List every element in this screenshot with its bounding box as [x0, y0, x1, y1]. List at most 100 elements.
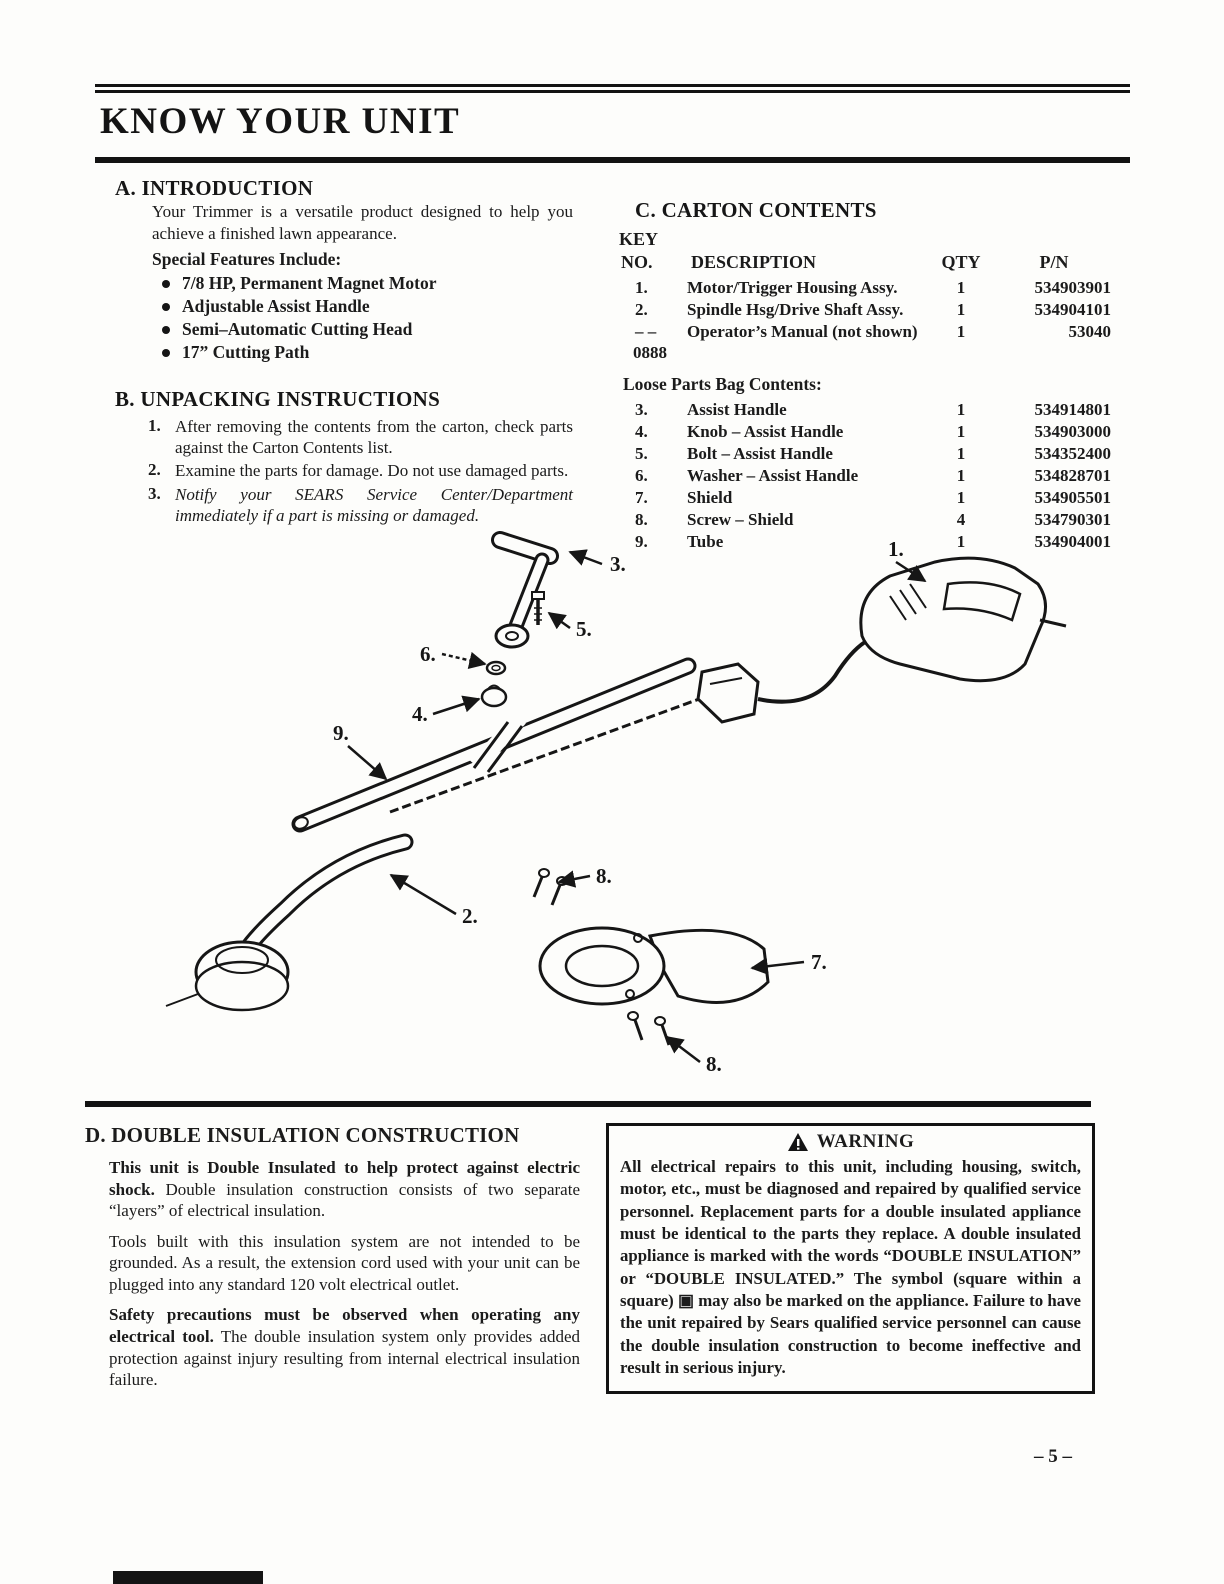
item-qty: 1 [956, 399, 966, 419]
feature-item: Adjustable Assist Handle [160, 295, 573, 318]
item-no: 6. [635, 465, 648, 485]
column-qty: QTY [941, 252, 981, 272]
unpacking-step: 1. After removing the contents from the … [148, 416, 573, 459]
loose-parts-items: 3. Assist Handle 1 534914801 4. Knob – A… [633, 399, 1115, 554]
callout-2: 2. [462, 904, 478, 928]
item-qty: 1 [956, 443, 966, 463]
callout-9: 9. [333, 721, 349, 745]
diagram-part-screws-top [532, 868, 568, 906]
double-insulation-paragraph: This unit is Double Insulated to help pr… [109, 1157, 580, 1222]
feature-item: 7/8 HP, Permanent Magnet Motor [160, 272, 573, 295]
warning-box: WARNING All electrical repairs to this u… [606, 1123, 1095, 1395]
item-description: Assist Handle [687, 399, 787, 419]
paragraph-rest: The double insulation system only provid… [109, 1327, 580, 1390]
item-qty: 1 [956, 488, 966, 508]
column-description: DESCRIPTION [691, 252, 817, 272]
double-insulation-heading: D. DOUBLE INSULATION CONSTRUCTION [85, 1123, 520, 1147]
paragraph-lead: This unit is Double Insulated to help pr… [109, 1158, 580, 1199]
item-no: 4. [635, 421, 648, 441]
item-no: 3. [635, 399, 648, 419]
callout-arrows [347, 549, 927, 1063]
section-introduction: A. INTRODUCTION Your Trimmer is a versat… [115, 176, 573, 365]
item-qty: 4 [956, 510, 966, 530]
callout-3: 3. [610, 552, 626, 576]
features-label: Special Features Include: [152, 248, 342, 269]
item-pn: 534914801 [1034, 399, 1112, 419]
double-insulation-paragraph: Safety precautions must be observed when… [109, 1304, 580, 1390]
item-description: Screw – Shield [687, 510, 794, 530]
loose-item-row: 6. Washer – Assist Handle 1 534828701 [633, 465, 1115, 487]
diagram-part-screws-bottom [627, 1011, 671, 1046]
warning-icon [787, 1133, 808, 1151]
paragraph-rest: Double insulation construction consists … [109, 1179, 580, 1221]
step-text: After removing the contents from the car… [175, 416, 573, 457]
callout-5: 5. [576, 617, 592, 641]
carton-item-continuation: 0888 [633, 343, 667, 363]
item-description: Bolt – Assist Handle [687, 443, 833, 463]
loose-item-row: 5. Bolt – Assist Handle 1 534352400 [633, 443, 1115, 465]
carton-item-row: 2. Spindle Hsg/Drive Shaft Assy. 1 53490… [633, 299, 1115, 321]
unpacking-heading: B. UNPACKING INSTRUCTIONS [115, 386, 441, 411]
item-no: – – [635, 322, 657, 342]
item-description: Washer – Assist Handle [687, 465, 859, 485]
double-insulation-paragraph: Tools built with this insulation system … [109, 1231, 580, 1296]
carton-heading: C. CARTON CONTENTS [635, 198, 877, 222]
section-unpacking: B. UNPACKING INSTRUCTIONS 1. After remov… [115, 387, 573, 527]
feature-item: 17” Cutting Path [160, 341, 573, 364]
diagram-part-assist-handle [491, 531, 559, 649]
bottom-scan-mark [113, 1571, 263, 1584]
callout-8-top: 8. [596, 864, 612, 888]
diagram-part-bolt [531, 591, 545, 625]
diagram-part-motor-housing [859, 556, 1067, 683]
diagram-part-spindle-housing [165, 833, 414, 1012]
loose-item-row: 3. Assist Handle 1 534914801 [633, 399, 1115, 421]
callout-8-bottom: 8. [706, 1052, 722, 1076]
column-pn: P/N [1039, 252, 1069, 272]
callout-6: 6. [420, 642, 436, 666]
item-no: 7. [635, 488, 648, 508]
parts-diagram: 3. 5. 6. 4. 9. 1. 2. 8. 7. 8. [90, 524, 1130, 1092]
item-no: 1. [635, 278, 648, 297]
carton-table-header: NO. DESCRIPTION QTY P/N [621, 252, 1115, 273]
item-qty: 1 [956, 465, 966, 485]
item-pn: 534904101 [1034, 300, 1112, 320]
item-no: 2. [635, 300, 648, 320]
warning-body: All electrical repairs to this unit, inc… [620, 1157, 1081, 1377]
item-qty: 1 [956, 278, 966, 297]
section-carton-contents: C. CARTON CONTENTS KEY NO. DESCRIPTION Q… [619, 198, 1115, 554]
item-pn: 534352400 [1034, 443, 1112, 463]
step-number: 2. [148, 460, 161, 480]
features-list: 7/8 HP, Permanent Magnet Motor Adjustabl… [160, 272, 573, 365]
loose-item-row: 4. Knob – Assist Handle 1 534903000 [633, 421, 1115, 443]
unpacking-step: 3. Notify your SEARS Service Center/Depa… [148, 484, 573, 527]
page-number: – 5 – [1034, 1446, 1072, 1467]
paragraph-rest: Tools built with this insulation system … [109, 1231, 580, 1294]
step-number: 3. [148, 483, 161, 503]
introduction-body: Your Trimmer is a versatile product desi… [152, 202, 573, 243]
diagram-part-tube [291, 657, 697, 833]
unpacking-steps: 1. After removing the contents from the … [115, 416, 573, 527]
diagram-part-coupler [696, 640, 867, 724]
warning-title-row: WARNING [620, 1131, 1081, 1153]
item-pn: 534905501 [1034, 488, 1112, 508]
item-pn: 534790301 [1034, 510, 1112, 530]
carton-item-row: – – Operator’s Manual (not shown) 1 5304… [633, 321, 1115, 343]
item-description: Shield [687, 488, 733, 508]
page-title: KNOW YOUR UNIT [100, 101, 461, 142]
item-no: 8. [635, 510, 648, 530]
step-number: 1. [148, 415, 161, 435]
item-qty: 1 [956, 532, 966, 552]
loose-item-row: 8. Screw – Shield 4 534790301 [633, 509, 1115, 531]
item-description: Operator’s Manual (not shown) [687, 322, 918, 342]
callout-1: 1. [888, 537, 904, 561]
item-description: Motor/Trigger Housing Assy. [687, 278, 898, 297]
carton-item-row: 1. Motor/Trigger Housing Assy. 1 5349039… [633, 277, 1115, 299]
item-no: 5. [635, 443, 648, 463]
column-no: NO. [621, 252, 653, 272]
loose-item-row: 9. Tube 1 534904001 [633, 531, 1115, 553]
paragraph-lead: Safety precautions must be observed when… [109, 1305, 580, 1347]
introduction-heading: A. INTRODUCTION [115, 176, 314, 200]
item-pn: 534903000 [1034, 421, 1112, 441]
feature-item: Semi–Automatic Cutting Head [160, 318, 573, 341]
